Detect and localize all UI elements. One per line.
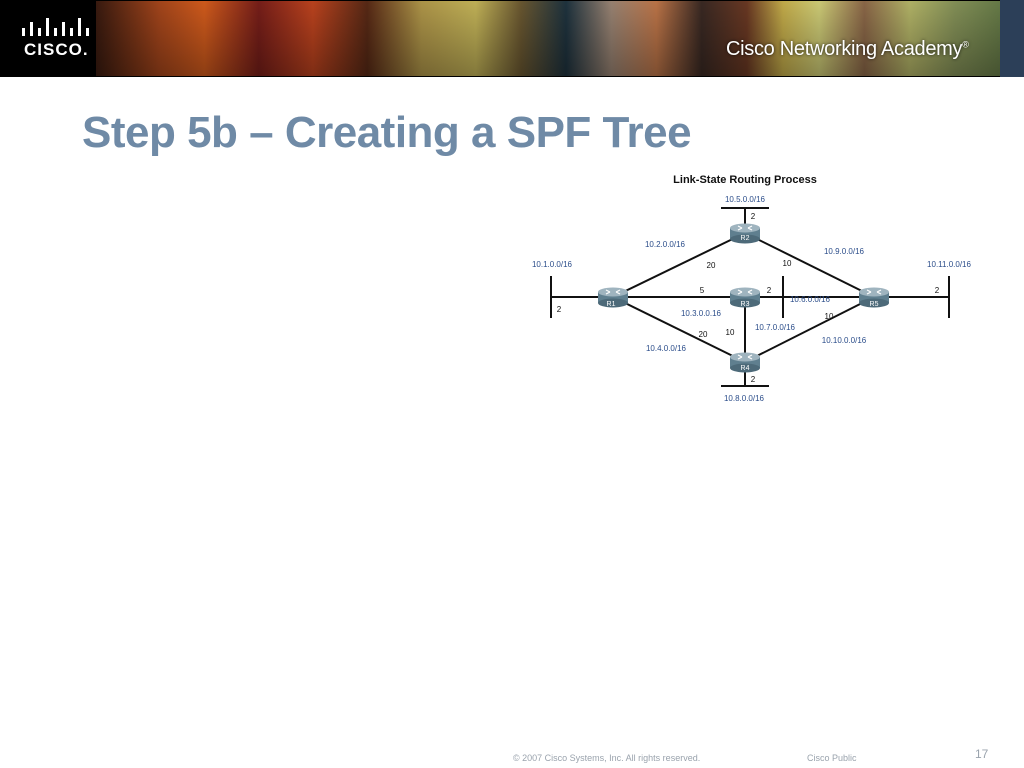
cost-label-r4-r5: 10 [825,312,834,321]
network-label-n5: 10.5.0.0/16 [725,195,766,204]
network-label-n11: 10.11.0.0/16 [927,260,971,269]
router-r4-label: R4 [741,365,750,372]
header-photo-collage [96,1,1000,76]
network-label-n9: 10.9.0.0/16 [824,247,865,256]
network-label-n6: 10.6.0.0/16 [790,295,831,304]
cisco-wordmark: CISCO. [24,40,89,59]
router-r5-label: R5 [870,301,879,308]
network-label-n10: 10.10.0.0/16 [822,336,867,345]
network-label-n2: 10.2.0.0/16 [645,240,686,249]
router-r5: R5 [858,286,890,309]
diagram-title: Link-State Routing Process [673,174,817,186]
router-r2: R2 [729,222,761,245]
academy-name: Cisco Networking Academy [726,38,963,60]
cost-label-r1-r2: 20 [707,261,716,270]
link-r2-r5 [744,232,875,298]
router-r1-label: R1 [607,301,616,308]
network-label-n3: 10.3.0.0.16 [681,309,722,318]
cost-label-r3-r5: 2 [767,286,772,295]
cost-label-r1-r3: 5 [700,286,705,295]
router-r3-label: R3 [741,301,750,308]
footer-page-number: 17 [975,747,989,761]
link-r1-r2 [612,232,746,298]
link-r4-r5 [744,296,875,363]
cost-label-r4-lan: 2 [751,375,756,384]
header-right-cap [1000,0,1024,77]
registered-mark: ® [962,39,969,50]
network-label-n8: 10.8.0.0/16 [724,394,765,403]
network-label-n1: 10.1.0.0/16 [532,260,573,269]
cost-label-r1-lan: 2 [557,305,562,314]
router-r3: R3 [729,286,761,309]
router-r2-label: R2 [741,235,750,242]
cost-label-r5-lan: 2 [935,286,940,295]
network-label-n4: 10.4.0.0/16 [646,344,687,353]
link-r1-r4 [612,296,746,363]
header-photo-shade [96,1,1000,76]
header-banner: CISCO. Cisco Networking Academy® [0,0,1024,77]
networking-academy-wordmark: Cisco Networking Academy® [726,38,969,61]
cost-label-r1-r4: 20 [699,330,708,339]
router-r1: R1 [597,286,629,309]
cisco-bridge-icon [22,18,89,36]
cost-label-r2-lan: 2 [751,212,756,221]
footer-copyright: © 2007 Cisco Systems, Inc. All rights re… [513,753,701,763]
cost-label-r3-r4: 10 [726,328,735,337]
link-state-diagram: Link-State Routing Process R1 R2 R3 R4 [532,174,972,403]
router-r4: R4 [729,351,761,374]
cisco-logo: CISCO. [18,14,96,60]
network-label-n7: 10.7.0.0/16 [755,323,796,332]
cost-label-r2-r5: 10 [783,259,792,268]
footer-classification: Cisco Public [807,753,857,763]
page-title: Step 5b – Creating a SPF Tree [82,108,692,157]
